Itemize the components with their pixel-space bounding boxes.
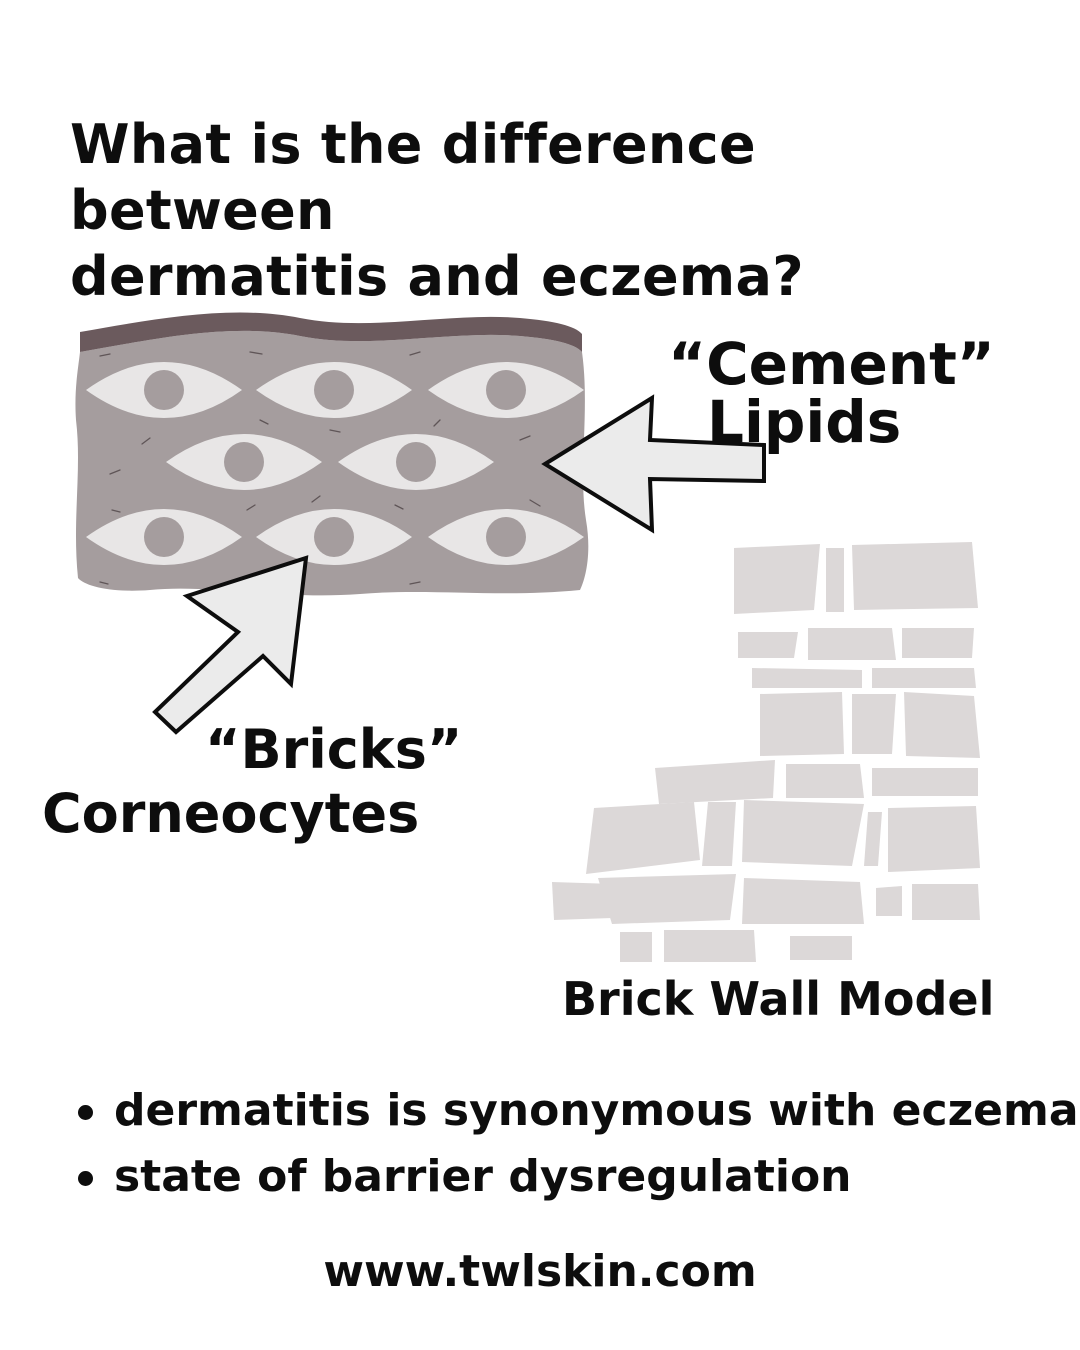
corneocyte-cell bbox=[256, 509, 412, 565]
cell-nucleus bbox=[486, 370, 526, 410]
corneocyte-cell bbox=[166, 434, 322, 490]
cement-label: “Cement” bbox=[668, 330, 995, 398]
bricks-label: “Bricks” bbox=[205, 718, 463, 781]
bricks-arrow-icon bbox=[152, 555, 309, 735]
lipids-label: Lipids bbox=[707, 388, 902, 456]
brick-wall-model-label: Brick Wall Model bbox=[562, 972, 995, 1026]
cell-nucleus bbox=[144, 517, 184, 557]
website-link[interactable]: www.twlskin.com bbox=[323, 1246, 757, 1297]
corneocyte-cell bbox=[428, 362, 584, 418]
facts-list: dermatitis is synonymous with eczema sta… bbox=[78, 1078, 1079, 1210]
corneocyte-cell bbox=[338, 434, 494, 490]
title-line-2: dermatitis and eczema? bbox=[70, 245, 804, 308]
lipids-arrow-icon bbox=[541, 394, 766, 534]
corneocytes-label: Corneocytes bbox=[42, 782, 420, 845]
corneocyte-cells bbox=[86, 362, 584, 565]
cell-nucleus bbox=[314, 370, 354, 410]
cell-nucleus bbox=[144, 370, 184, 410]
title-line-1: What is the difference between bbox=[70, 113, 756, 242]
corneocyte-cell bbox=[428, 509, 584, 565]
cell-nucleus bbox=[396, 442, 436, 482]
cell-nucleus bbox=[486, 517, 526, 557]
fact-item: dermatitis is synonymous with eczema bbox=[78, 1078, 1079, 1144]
skin-surface-layer bbox=[80, 312, 582, 352]
cell-nucleus bbox=[224, 442, 264, 482]
corneocyte-cell bbox=[86, 362, 242, 418]
corneocyte-cell bbox=[86, 509, 242, 565]
fact-item: state of barrier dysregulation bbox=[78, 1144, 1079, 1210]
brick-wall-icon bbox=[552, 542, 980, 962]
corneocyte-cell bbox=[256, 362, 412, 418]
page-title: What is the difference between dermatiti… bbox=[70, 112, 1030, 310]
cell-nucleus bbox=[314, 517, 354, 557]
